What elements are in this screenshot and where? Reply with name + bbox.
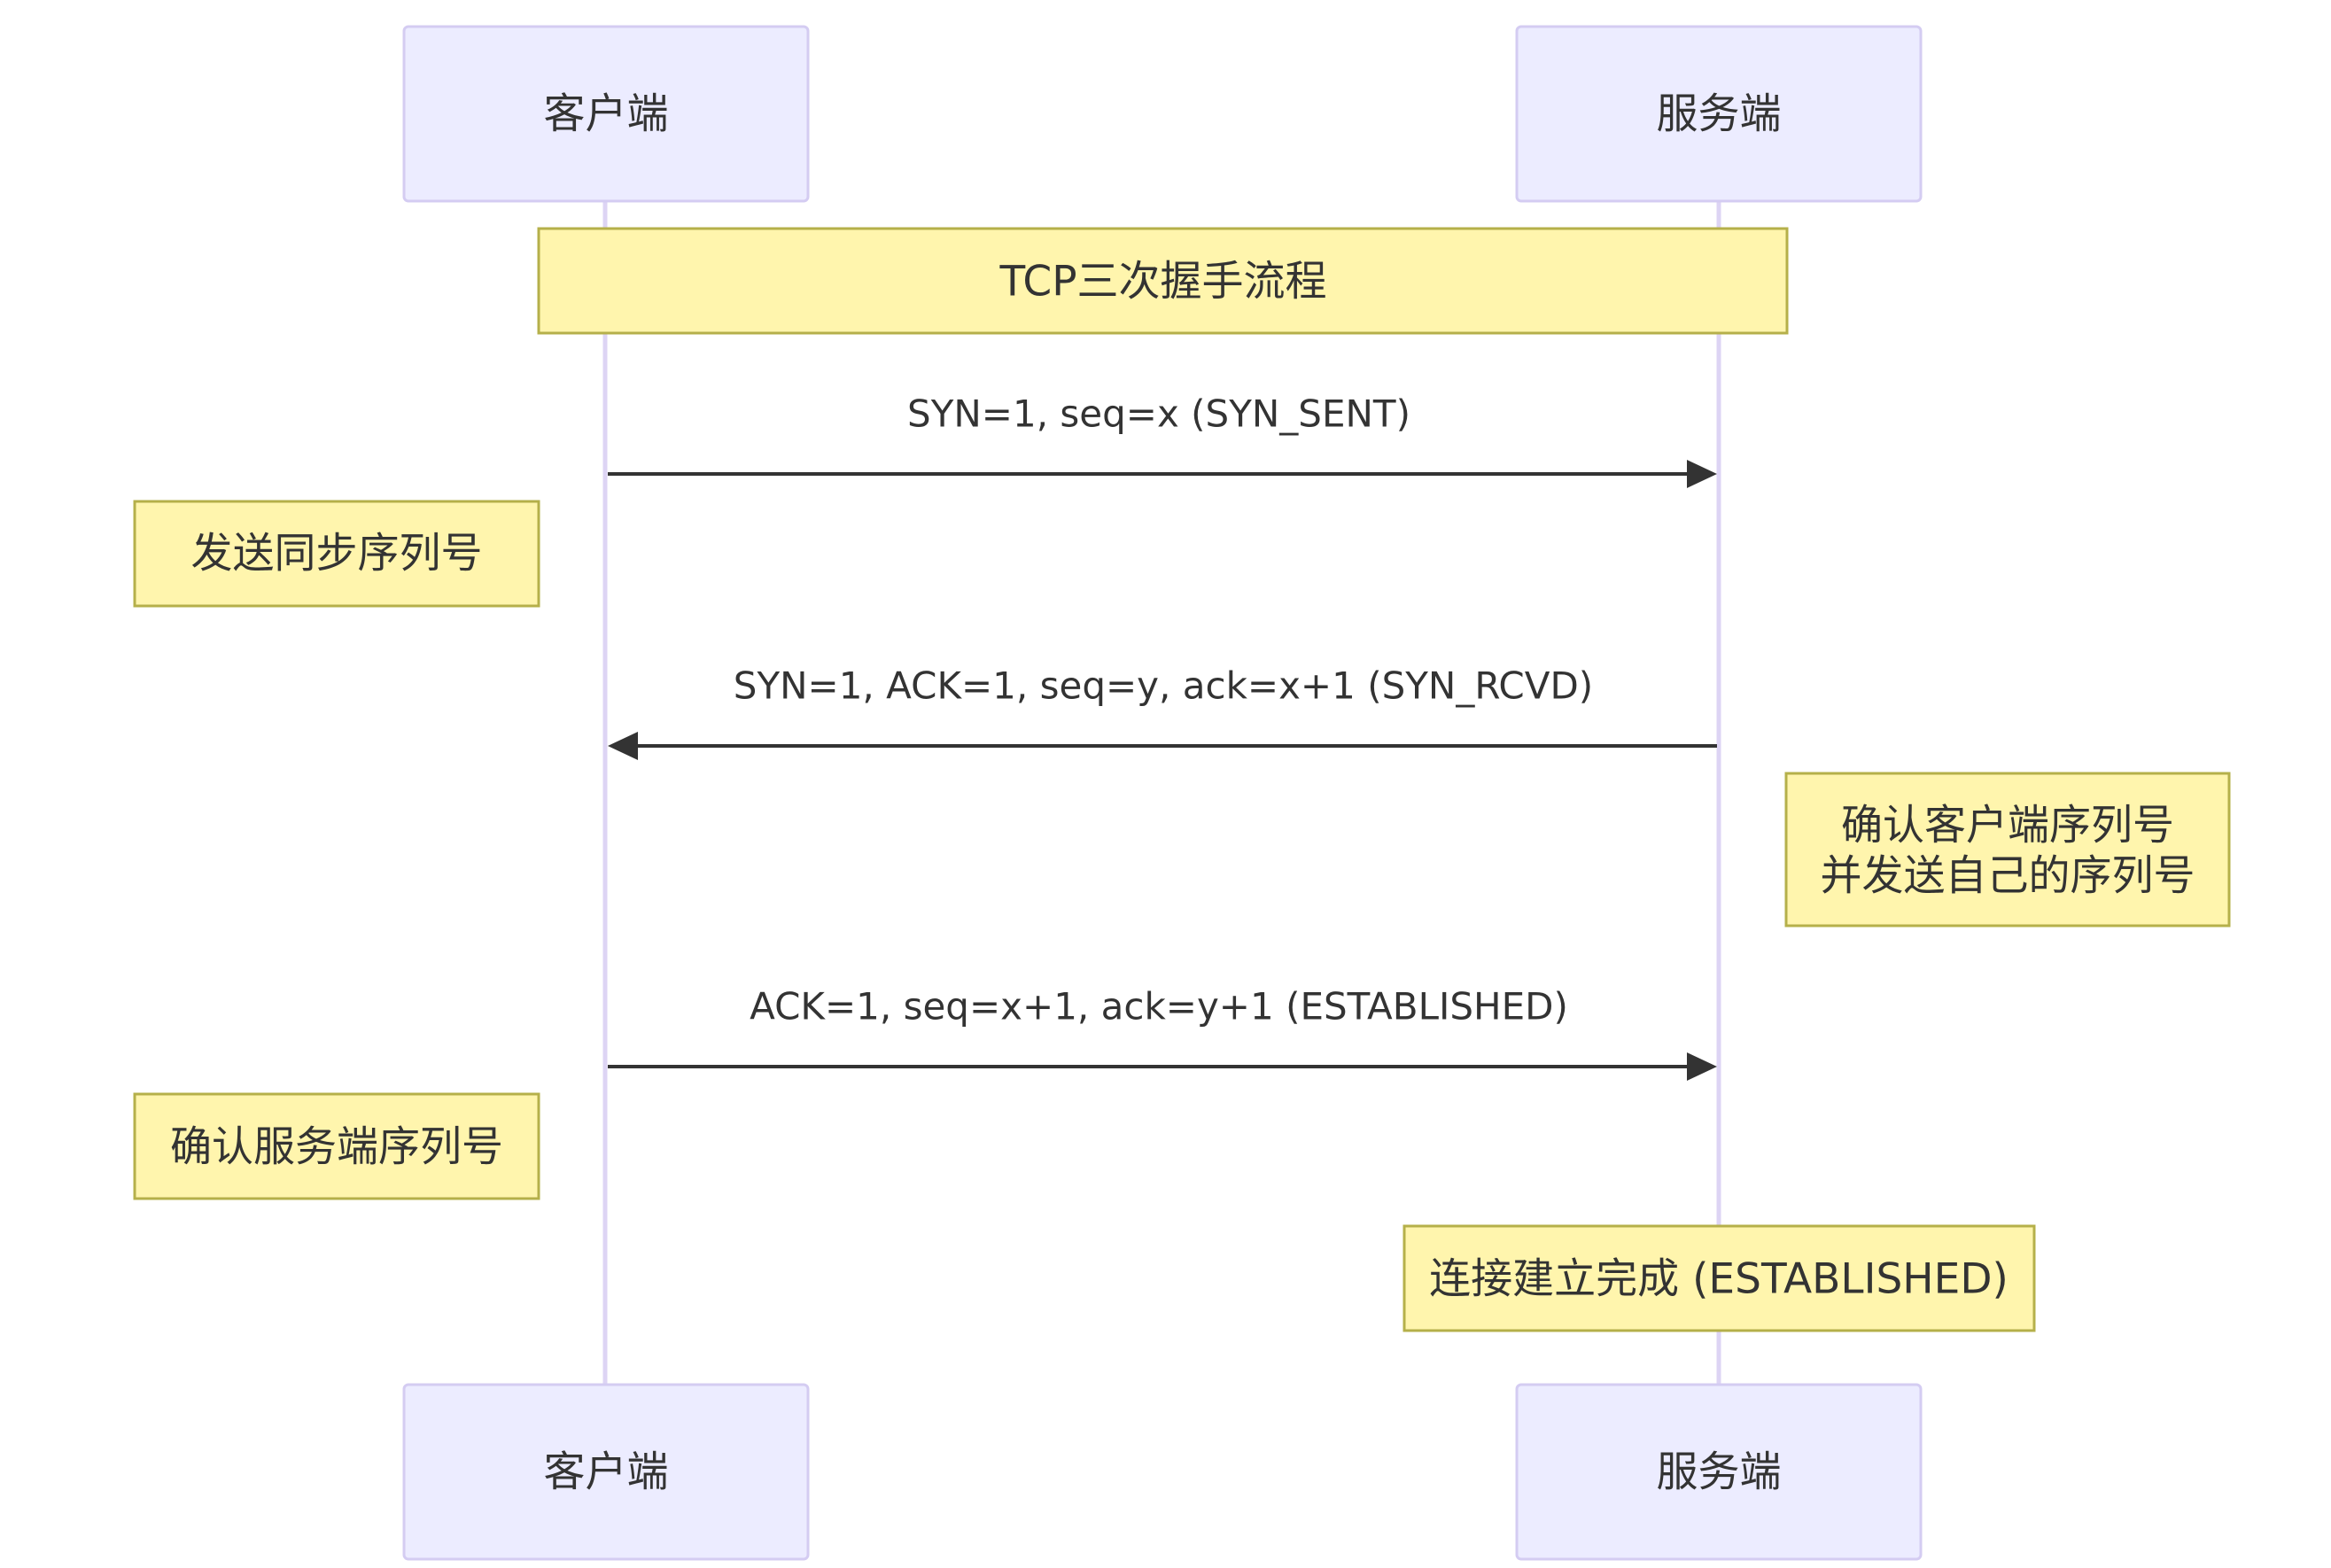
server-note-ack-and-send: 确认客户端序列号 并发送自己的序列号 bbox=[1784, 772, 2231, 928]
server-actor-top-label: 服务端 bbox=[1657, 90, 1782, 139]
client-note-send-syn: 发送同步序列号 bbox=[133, 500, 540, 608]
message-syn-ack-arrowhead bbox=[608, 732, 638, 760]
message-syn-arrowhead bbox=[1687, 460, 1717, 488]
server-note-ack-and-send-line2: 并发送自己的序列号 bbox=[1821, 852, 2195, 901]
server-note-ack-and-send-line1: 确认客户端序列号 bbox=[1841, 802, 2174, 850]
server-actor-top: 服务端 bbox=[1515, 25, 1923, 203]
message-ack-arrowhead bbox=[1687, 1052, 1717, 1081]
client-note-confirm-server-label: 确认服务端序列号 bbox=[170, 1123, 503, 1172]
title-note-label: TCP三次握手流程 bbox=[998, 258, 1326, 307]
client-actor-bottom-label: 客户端 bbox=[544, 1448, 669, 1497]
client-note-confirm-server: 确认服务端序列号 bbox=[133, 1092, 540, 1200]
message-syn-ack: SYN=1, ACK=1, seq=y, ack=x+1 (SYN_RCVD) bbox=[608, 664, 1717, 760]
client-note-send-syn-label: 发送同步序列号 bbox=[191, 530, 483, 578]
client-actor-top: 客户端 bbox=[402, 25, 810, 203]
server-actor-bottom: 服务端 bbox=[1515, 1383, 1923, 1561]
message-ack-label: ACK=1, seq=x+1, ack=y+1 (ESTABLISHED) bbox=[750, 985, 1568, 1029]
message-syn-label: SYN=1, seq=x (SYN_SENT) bbox=[907, 392, 1410, 436]
message-ack: ACK=1, seq=x+1, ack=y+1 (ESTABLISHED) bbox=[608, 985, 1717, 1081]
server-actor-bottom-label: 服务端 bbox=[1657, 1448, 1782, 1497]
server-note-established-label: 连接建立完成 (ESTABLISHED) bbox=[1429, 1255, 2009, 1304]
client-actor-top-label: 客户端 bbox=[544, 90, 669, 139]
message-syn: SYN=1, seq=x (SYN_SENT) bbox=[608, 392, 1717, 488]
title-note: TCP三次握手流程 bbox=[537, 227, 1789, 335]
client-actor-bottom: 客户端 bbox=[402, 1383, 810, 1561]
message-syn-ack-label: SYN=1, ACK=1, seq=y, ack=x+1 (SYN_RCVD) bbox=[734, 664, 1593, 708]
server-note-established: 连接建立完成 (ESTABLISHED) bbox=[1402, 1224, 2036, 1332]
